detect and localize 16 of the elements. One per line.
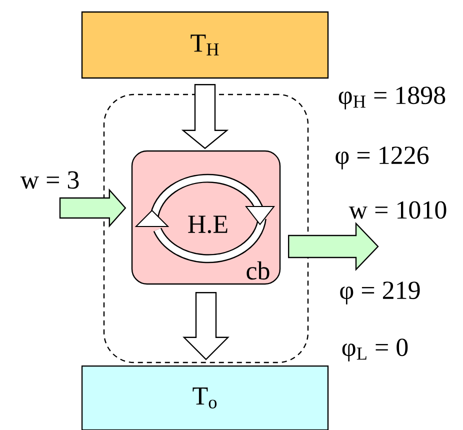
heat-engine-box (131, 150, 281, 285)
block-arrow (288, 222, 379, 271)
quantity-label: φ$_{L}$ = 0 (342, 338, 408, 362)
edge-label: w = 1010 (348, 201, 446, 219)
reservoir-box: T$_{o}$ (81, 365, 329, 430)
block-arrow (182, 292, 230, 360)
engine-label: H.E (188, 216, 228, 234)
engine-label: cb (246, 261, 270, 280)
quantity-label: φ$_{H}$ = 1898 (338, 86, 446, 110)
system-boundary (103, 94, 309, 364)
block-arrow (181, 84, 229, 150)
quantity-label: φ = 1226 (336, 146, 429, 170)
edge-label: w = 3 (20, 171, 79, 189)
block-arrow (59, 188, 126, 228)
quantity-label: φ = 219 (340, 282, 420, 304)
reservoir-box: T$_{H}$ (81, 11, 329, 79)
